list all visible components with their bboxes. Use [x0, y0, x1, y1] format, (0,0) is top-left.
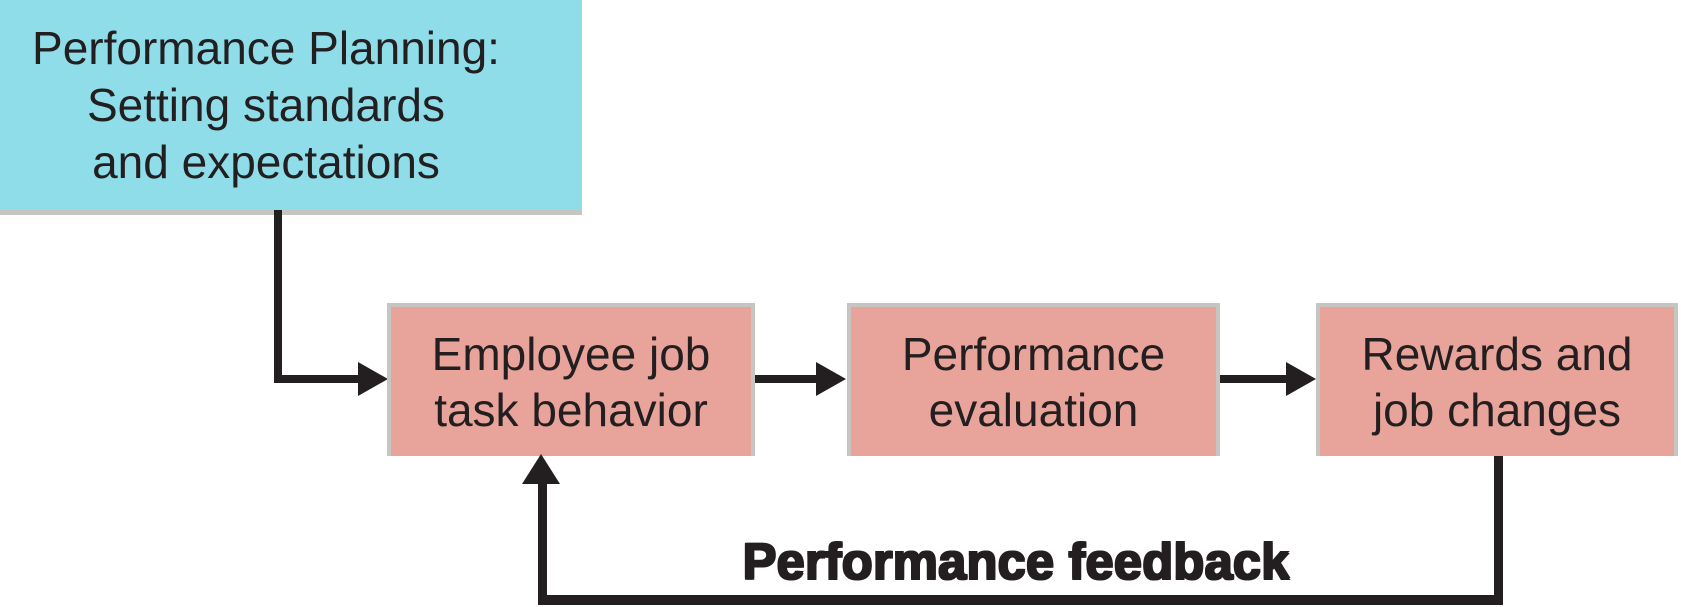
behavior-box-line-1: Employee job	[431, 327, 711, 380]
arrowhead-into-evaluation-icon	[816, 362, 846, 396]
process-box-employee-job-task-behavior: Employee job task behavior	[387, 303, 755, 456]
planning-box-line-1: Performance Planning:	[32, 21, 500, 74]
process-box-performance-evaluation: Performance evaluation	[847, 303, 1220, 456]
behavior-box-line-2: task behavior	[434, 383, 708, 436]
rewards-box-line-1: Rewards and	[1361, 327, 1633, 380]
arrowhead-feedback-up-icon	[522, 454, 560, 484]
evaluation-box-line-2: evaluation	[928, 383, 1139, 436]
evaluation-box-line-1: Performance	[901, 327, 1166, 380]
connector-planning-down-segment	[274, 210, 282, 383]
connector-planning-right-segment	[274, 375, 366, 383]
process-box-rewards-and-job-changes: Rewards and job changes	[1316, 303, 1678, 456]
feedback-loop-label: Performance feedback	[741, 532, 1289, 589]
planning-box-line-3: and expectations	[92, 135, 440, 188]
rewards-box-line-2: job changes	[1372, 383, 1622, 436]
arrowhead-into-rewards-icon	[1286, 362, 1316, 396]
arrowhead-into-behavior-icon	[358, 362, 388, 396]
feedback-loop-up-segment	[538, 480, 547, 605]
feedback-loop-down-segment	[1494, 456, 1503, 605]
planning-box-line-2: Setting standards	[86, 78, 445, 131]
feedback-loop-bottom-segment	[538, 595, 1503, 605]
connector-behavior-to-evaluation	[755, 375, 819, 383]
planning-box: Performance Planning: Setting standards …	[0, 0, 582, 215]
connector-evaluation-to-rewards	[1220, 375, 1288, 383]
